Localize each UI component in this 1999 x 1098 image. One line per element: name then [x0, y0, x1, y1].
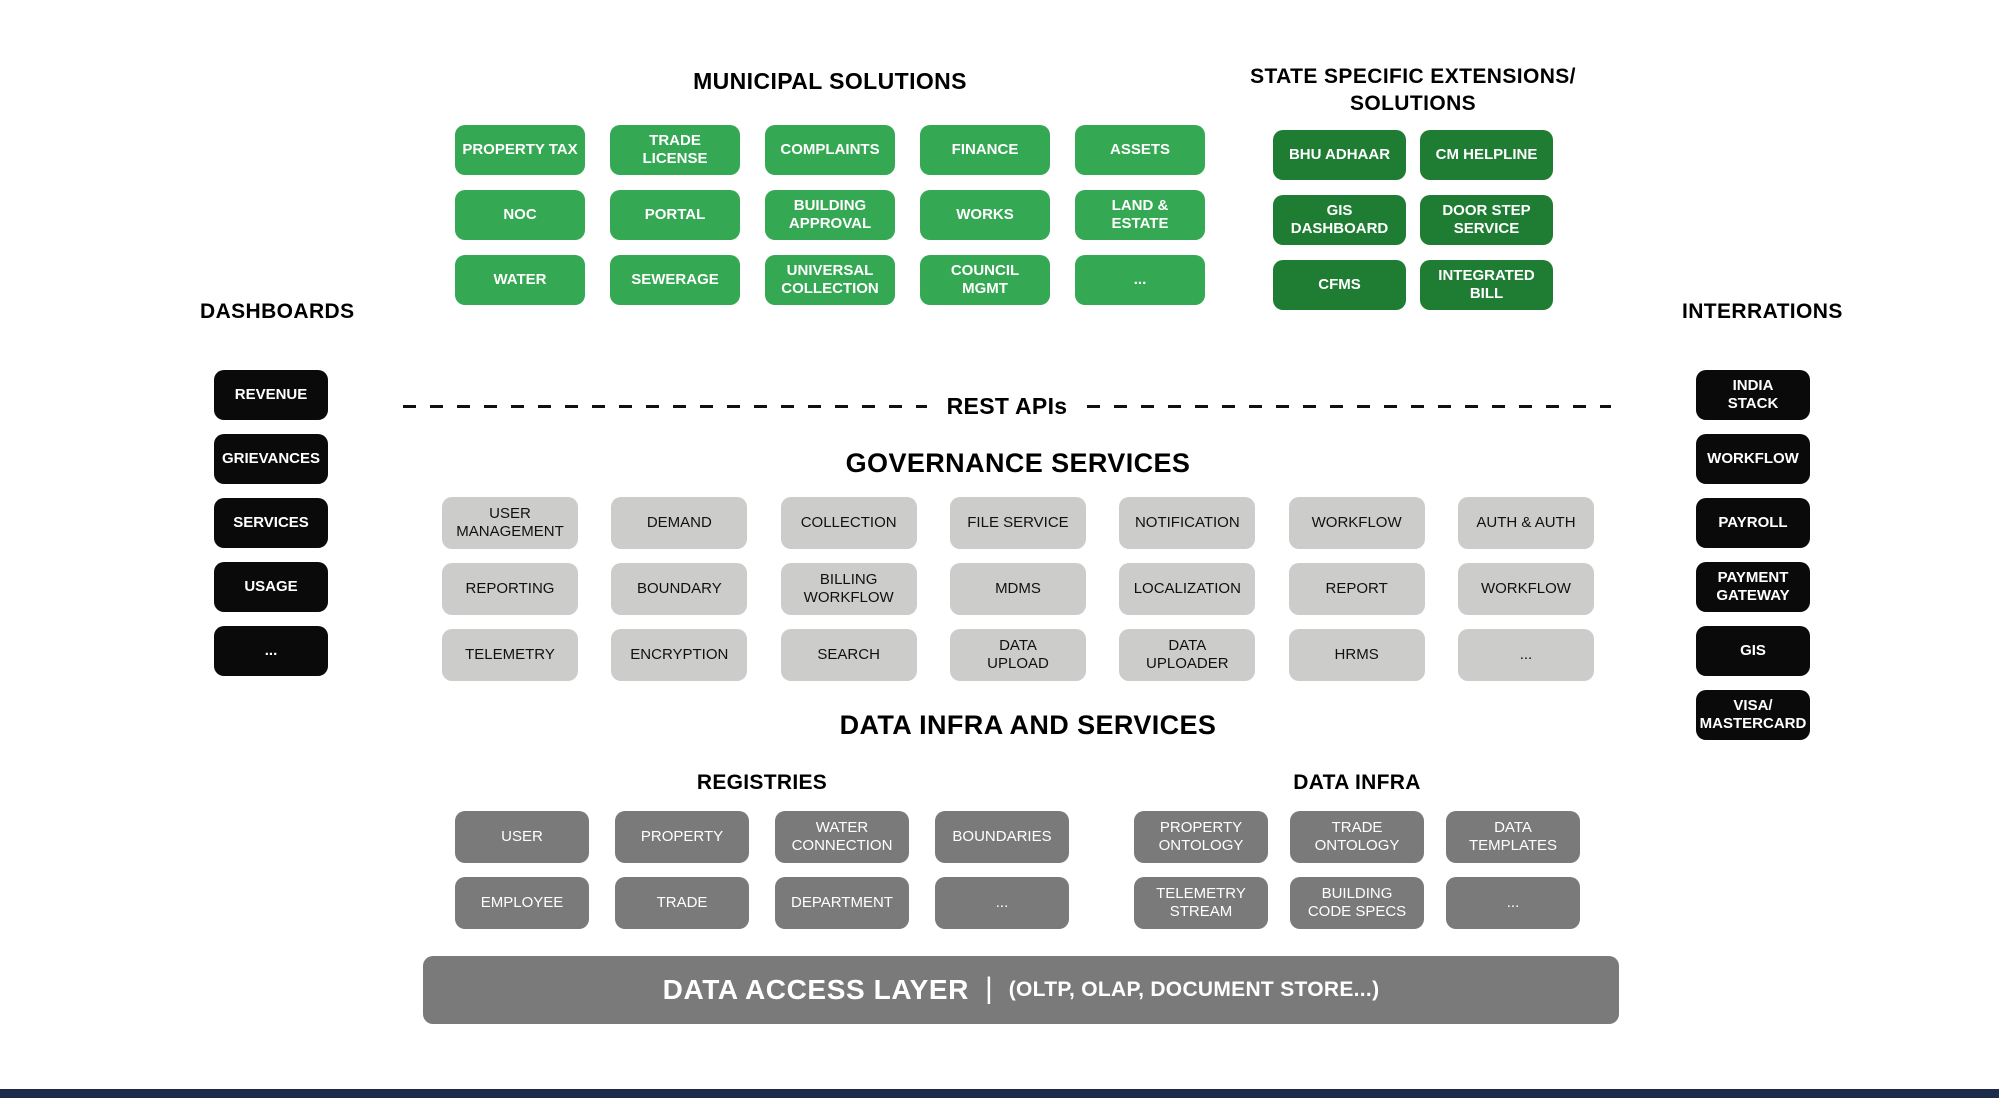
municipal-module-more: ... [1075, 255, 1205, 305]
data-infra-item: DATA TEMPLATES [1446, 811, 1580, 863]
data-infra-grid: PROPERTY ONTOLOGY TRADE ONTOLOGY DATA TE… [1134, 811, 1580, 929]
registry-item: PROPERTY [615, 811, 749, 863]
governance-services-title: GOVERNANCE SERVICES [845, 448, 1191, 478]
governance-service: AUTH & AUTH [1457, 497, 1594, 549]
municipal-module: LAND & ESTATE [1075, 190, 1205, 240]
municipal-module: PROPERTY TAX [455, 125, 585, 175]
governance-services-grid: USER MANAGEMENT DEMAND COLLECTION FILE S… [442, 497, 1594, 681]
governance-service: ENCRYPTION [611, 629, 748, 681]
data-infra-item: TRADE ONTOLOGY [1290, 811, 1424, 863]
registry-item: BOUNDARIES [935, 811, 1069, 863]
state-extensions-grid: BHU ADHAAR CM HELPLINE GIS DASHBOARD DOO… [1233, 129, 1593, 310]
data-infra-services-section: DATA INFRA AND SERVICES REGISTRIES USER … [455, 710, 1601, 929]
state-extensions-section: STATE SPECIFIC EXTENSIONS/ SOLUTIONS BHU… [1233, 64, 1593, 310]
data-infra-services-title: DATA INFRA AND SERVICES [839, 710, 1217, 740]
integration-item: PAYMENT GATEWAY [1696, 562, 1810, 612]
data-infra-item: BUILDING CODE SPECS [1290, 877, 1424, 929]
governance-service: DATA UPLOAD [949, 629, 1086, 681]
state-extension: CM HELPLINE [1420, 129, 1553, 180]
rest-apis-divider: REST APIs [403, 390, 1611, 422]
data-access-layer-bar: DATA ACCESS LAYER | (OLTP, OLAP, DOCUMEN… [423, 956, 1619, 1024]
governance-service: BILLING WORKFLOW [780, 563, 917, 615]
dashboard-item: REVENUE [214, 370, 328, 420]
rest-apis-label: REST APIs [946, 392, 1068, 419]
governance-service: REPORTING [442, 563, 578, 615]
governance-service: LOCALIZATION [1119, 563, 1256, 615]
state-extension: GIS DASHBOARD [1273, 194, 1406, 245]
data-infra-title: DATA INFRA [1293, 771, 1421, 794]
municipal-module: UNIVERSAL COLLECTION [765, 255, 895, 305]
integrations-list: INDIA STACK WORKFLOW PAYROLL PAYMENT GAT… [1682, 370, 1824, 740]
separator-pipe: | [984, 972, 993, 1005]
municipal-solutions-grid: PROPERTY TAX TRADE LICENSE COMPLAINTS FI… [455, 125, 1205, 305]
dashboards-title: DASHBOARDS [200, 300, 355, 323]
governance-service: BOUNDARY [611, 563, 748, 615]
integrations-section: INTERRATIONS INDIA STACK WORKFLOW PAYROL… [1682, 300, 1843, 740]
dashboard-item-more: ... [214, 626, 328, 676]
municipal-solutions-section: MUNICIPAL SOLUTIONS PROPERTY TAX TRADE L… [455, 68, 1205, 305]
municipal-module: BUILDING APPROVAL [765, 190, 895, 240]
dashboard-item: SERVICES [214, 498, 328, 548]
data-access-layer-subtitle: (OLTP, OLAP, DOCUMENT STORE...) [1008, 978, 1380, 1001]
state-extension: BHU ADHAAR [1273, 129, 1406, 180]
registry-item: TRADE [615, 877, 749, 929]
state-extension: CFMS [1273, 259, 1406, 310]
governance-service: USER MANAGEMENT [442, 497, 578, 549]
state-extensions-title: STATE SPECIFIC EXTENSIONS/ SOLUTIONS [1250, 65, 1576, 115]
registries-title: REGISTRIES [696, 771, 828, 794]
registry-item: USER [455, 811, 589, 863]
municipal-module: COMPLAINTS [765, 125, 895, 175]
dashboard-item: GRIEVANCES [214, 434, 328, 484]
municipal-module: NOC [455, 190, 585, 240]
dashed-line-left [403, 404, 927, 408]
municipal-module: FINANCE [920, 125, 1050, 175]
data-infra-item: PROPERTY ONTOLOGY [1134, 811, 1268, 863]
governance-service: HRMS [1288, 629, 1425, 681]
data-infra-block: DATA INFRA PROPERTY ONTOLOGY TRADE ONTOL… [1134, 771, 1580, 929]
registry-item: WATER CONNECTION [775, 811, 909, 863]
registry-item: DEPARTMENT [775, 877, 909, 929]
integration-item: PAYROLL [1696, 498, 1810, 548]
governance-service: COLLECTION [780, 497, 917, 549]
governance-service: DEMAND [611, 497, 748, 549]
state-extension: INTEGRATED BILL [1420, 259, 1553, 310]
dashboards-list: REVENUE GRIEVANCES SERVICES USAGE ... [200, 370, 342, 676]
dashboard-item: USAGE [214, 562, 328, 612]
registries-block: REGISTRIES USER PROPERTY WATER CONNECTIO… [455, 771, 1069, 929]
registry-item-more: ... [935, 877, 1069, 929]
governance-service: SEARCH [780, 629, 917, 681]
integration-item: GIS [1696, 626, 1810, 676]
municipal-module: SEWERAGE [610, 255, 740, 305]
municipal-module: PORTAL [610, 190, 740, 240]
bottom-accent-strip [0, 1089, 1999, 1098]
registry-item: EMPLOYEE [455, 877, 589, 929]
governance-service: TELEMETRY [442, 629, 578, 681]
governance-service: NOTIFICATION [1119, 497, 1256, 549]
governance-service: REPORT [1288, 563, 1425, 615]
data-infra-item: TELEMETRY STREAM [1134, 877, 1268, 929]
municipal-module: WATER [455, 255, 585, 305]
governance-service-more: ... [1457, 629, 1594, 681]
municipal-module: WORKS [920, 190, 1050, 240]
registries-grid: USER PROPERTY WATER CONNECTION BOUNDARIE… [455, 811, 1069, 929]
data-infra-item-more: ... [1446, 877, 1580, 929]
integration-item: INDIA STACK [1696, 370, 1810, 420]
governance-services-section: GOVERNANCE SERVICES USER MANAGEMENT DEMA… [442, 448, 1594, 681]
municipal-solutions-title: MUNICIPAL SOLUTIONS [693, 68, 967, 94]
governance-service: FILE SERVICE [949, 497, 1086, 549]
state-extension: DOOR STEP SERVICE [1420, 194, 1553, 245]
dashboards-section: DASHBOARDS REVENUE GRIEVANCES SERVICES U… [200, 300, 355, 676]
integrations-title: INTERRATIONS [1682, 300, 1843, 323]
governance-service: MDMS [949, 563, 1086, 615]
governance-service: WORKFLOW [1457, 563, 1594, 615]
governance-service: DATA UPLOADER [1119, 629, 1256, 681]
data-access-layer-title: DATA ACCESS LAYER [662, 974, 969, 1005]
municipal-module: COUNCIL MGMT [920, 255, 1050, 305]
integration-item: VISA/ MASTERCARD [1696, 690, 1810, 740]
integration-item: WORKFLOW [1696, 434, 1810, 484]
dashed-line-right [1087, 404, 1611, 408]
governance-service: WORKFLOW [1288, 497, 1425, 549]
municipal-module: TRADE LICENSE [610, 125, 740, 175]
municipal-module: ASSETS [1075, 125, 1205, 175]
